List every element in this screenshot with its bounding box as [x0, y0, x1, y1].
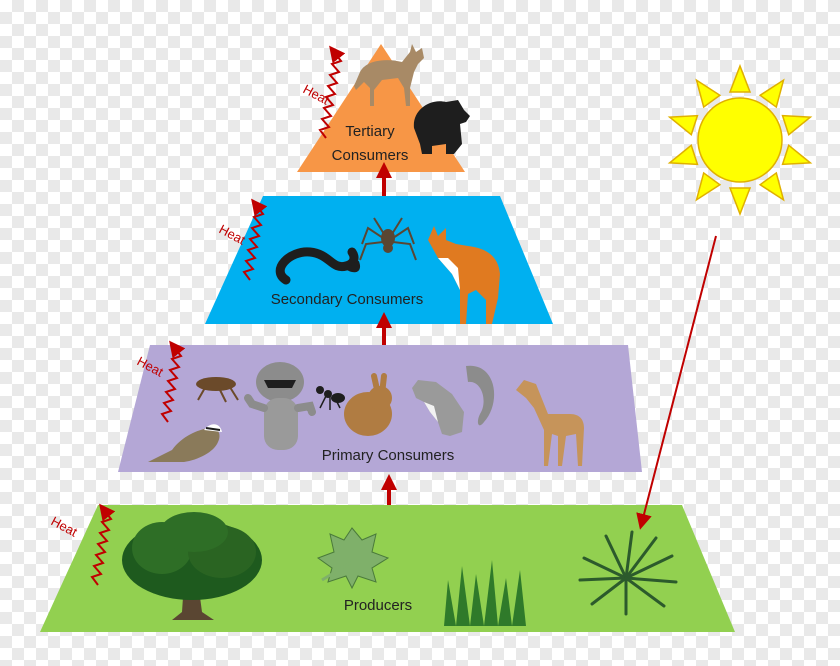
- spider-icon: [359, 217, 417, 261]
- ant-icon: [316, 386, 345, 410]
- cricket-icon: [196, 377, 239, 403]
- maple-leaf-icon: [316, 527, 390, 590]
- tertiary-label-line1: Tertiary: [345, 123, 395, 140]
- tertiary-label-line2: Consumers: [332, 147, 409, 164]
- primary-label: Primary Consumers: [322, 447, 455, 464]
- fern-icon: [578, 530, 678, 616]
- grass-icon: [444, 560, 526, 626]
- rabbit-icon: [344, 373, 392, 436]
- coyote-icon: [354, 44, 424, 106]
- heat-label-producers: Heat: [49, 513, 81, 539]
- secondary-label: Secondary Consumers: [271, 291, 424, 308]
- red-fox-icon: [428, 226, 500, 324]
- producers-label: Producers: [344, 597, 412, 614]
- sunlight-arrow: [636, 235, 717, 530]
- fawn-deer-icon: [516, 380, 584, 466]
- oak-tree-icon: [122, 512, 262, 620]
- squirrel-icon: [412, 365, 495, 436]
- sparrow-icon: [148, 424, 222, 462]
- black-bear-icon: [413, 100, 470, 154]
- snake-icon: [275, 247, 360, 285]
- sun-icon: [667, 63, 813, 217]
- raccoon-icon: [244, 362, 316, 450]
